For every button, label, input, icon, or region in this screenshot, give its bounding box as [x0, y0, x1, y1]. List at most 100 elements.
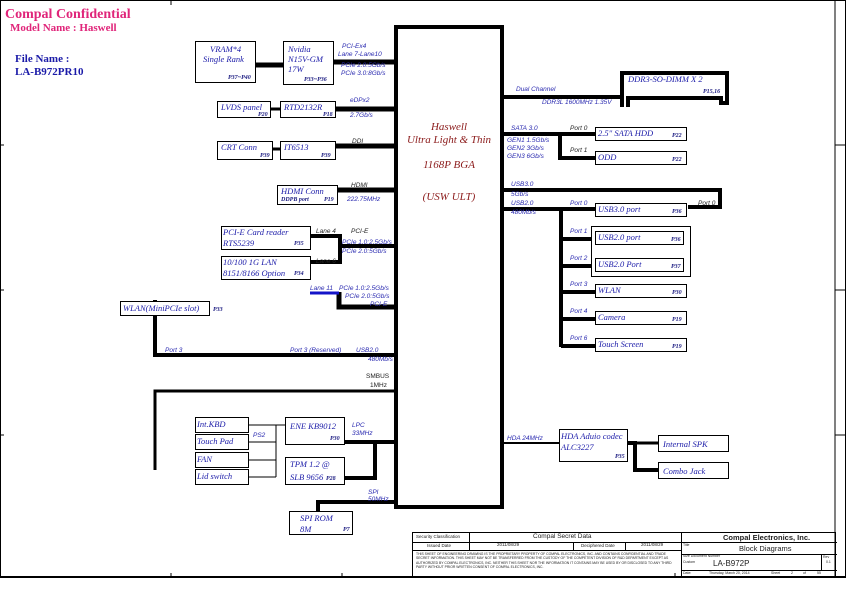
sig-usb-port0: Port 0 — [570, 200, 588, 207]
confidential-title: Compal Confidential — [5, 7, 131, 22]
sig-edp-speed: 2.7Gb/s — [350, 112, 373, 119]
usb2-port1-block[interactable]: USB2.0 port P36 — [595, 231, 684, 245]
int-kbd-block[interactable]: Int.KBD — [195, 417, 249, 433]
cpu-package: 1168P BGA — [423, 159, 475, 171]
spirom-label: SPI ROM — [300, 513, 333, 523]
sig-pcie-e-b: PCI-E — [370, 301, 388, 308]
sig-lane4: Lane 4 — [316, 228, 336, 235]
sig-pcie2-5b: PCIe 2.0:5Gb/s — [345, 293, 390, 300]
fan-block[interactable]: FAN — [195, 452, 249, 468]
wlan-usb-page: P30 — [672, 290, 682, 296]
doc-number: LA-B972P — [713, 559, 750, 568]
company-name: Compal Electronics, Inc. — [723, 533, 811, 542]
wlan-usb-block[interactable]: WLAN P30 — [595, 284, 687, 298]
rtd2132r-block[interactable]: RTD2132R P18 — [280, 101, 336, 118]
sig-sata3: SATA 3.0 — [511, 125, 538, 132]
of-label: of — [803, 571, 806, 575]
usb2-port2-label: USB2.0 Port — [598, 259, 642, 269]
sig-ddr-spec: DDR3L 1600MHz 1.35V — [542, 99, 612, 106]
sig-port3-reserved: Port 3 (Reserved) — [290, 347, 342, 354]
sig-smbus: SMBUS — [366, 373, 390, 380]
sig-pcie3-8g: PCIe 3.0:8Gb/s — [341, 70, 386, 77]
cpu-box — [394, 25, 504, 509]
touch-screen-block[interactable]: Touch Screen P19 — [595, 338, 687, 352]
date-label: Date: — [683, 571, 692, 575]
usb3-port-block[interactable]: USB3.0 port P36 — [595, 203, 687, 217]
nvidia-power: 17W — [288, 64, 304, 74]
wlan-usb-label: WLAN — [598, 285, 621, 295]
sata-hdd-block[interactable]: 2.5" SATA HDD P22 — [595, 127, 687, 141]
it6513-page: P39 — [321, 153, 331, 159]
hdmi-port: DDPB port — [281, 197, 309, 203]
kbd-label: Int.KBD — [197, 419, 226, 429]
usb2-port2-block[interactable]: USB2.0 Port P37 — [595, 258, 684, 272]
deciphered-value: 2011/08/29 — [641, 542, 664, 547]
card-reader-block[interactable]: PCI-E Card reader RTS5239 P35 — [221, 226, 311, 250]
lan-label: 10/100 1G LAN — [223, 257, 277, 267]
sig-pcie1-25: PCIe 1.0:2.5Gb/s — [342, 239, 392, 246]
it6513-label: IT6513 — [284, 142, 309, 152]
deciphered-label: Deciphered Date — [581, 543, 615, 548]
sig-hdmi: HDMI — [351, 182, 368, 189]
combo-jack-block[interactable]: Combo Jack — [658, 462, 729, 479]
security-label: Security Classification — [416, 534, 461, 539]
sig-spi-freq: 50MHz — [368, 496, 389, 503]
lid-label: Lid switch — [197, 471, 233, 481]
vram-block[interactable]: VRAM*4 Single Rank P37~P40 — [195, 41, 256, 83]
sig-usb-speed-left: 480Mb/s — [368, 356, 393, 363]
tpm-block[interactable]: TPM 1.2 @ SLB 9656 P28 — [285, 457, 345, 485]
usb2-port1-page: P36 — [671, 237, 681, 243]
file-name: LA-B972PR10 — [15, 66, 84, 78]
hdmi-conn-block[interactable]: HDMI Conn DDPB port P19 — [277, 185, 338, 205]
hdd-label: 2.5" SATA HDD — [598, 128, 654, 138]
sig-lpc-freq: 33MHz — [352, 430, 373, 437]
vram-rank: Single Rank — [203, 54, 244, 64]
sheet-title: Block Diagrams — [739, 544, 792, 553]
sig-usb20-right: USB2.0 — [511, 200, 534, 207]
codec-label: HDA Aduio codec — [561, 431, 623, 441]
touchpad-block[interactable]: Touch Pad — [195, 434, 249, 450]
sig-gen1: GEN1 1.5Gb/s — [507, 137, 550, 144]
spi-rom-block[interactable]: SPI ROM 8M P7 — [289, 511, 353, 535]
sig-usb-port4: Port 4 — [570, 308, 588, 315]
wlan-minipcie-block[interactable]: WLAN(MiniPCIe slot) — [120, 301, 210, 316]
sig-dual-channel: Dual Channel — [516, 86, 556, 93]
nvidia-page: P33~P36 — [304, 77, 327, 83]
title-block: Security Classification Compal Secret Da… — [412, 532, 837, 578]
nvidia-block[interactable]: Nvidia N15V-GM 17W P33~P36 — [283, 41, 334, 85]
internal-spk-block[interactable]: Internal SPK — [658, 435, 729, 452]
lvds-label: LVDS panel — [221, 102, 263, 112]
cpu-name: Haswell — [430, 121, 468, 133]
sig-gen2: GEN2 3Gb/s — [507, 145, 544, 152]
sig-pcie2-5g: PCIe 2.0:5Gb/s — [341, 62, 386, 69]
camera-page: P19 — [672, 317, 682, 323]
odd-block[interactable]: ODD P22 — [595, 151, 687, 165]
file-name-label: File Name : — [15, 53, 70, 65]
security-value: Compal Secret Data — [533, 533, 592, 540]
hdmi-label: HDMI Conn — [281, 186, 324, 196]
cpu-family: Ultra Light & Thin — [406, 134, 492, 146]
card-reader-page: P35 — [294, 241, 304, 247]
audio-codec-block[interactable]: HDA Aduio codec ALC3227 P35 — [559, 429, 628, 462]
it6513-block[interactable]: IT6513 P39 — [280, 141, 336, 160]
vram-label: VRAM*4 — [210, 44, 242, 54]
odd-label: ODD — [598, 152, 617, 162]
sig-pcie-x4: PCI-Ex4 — [342, 43, 367, 50]
sig-ddi: DDI — [352, 138, 364, 145]
lvds-panel-block[interactable]: LVDS panel P20 — [217, 101, 271, 118]
rtd-page: P18 — [323, 112, 333, 118]
touchpad-label: Touch Pad — [197, 436, 234, 446]
crt-conn-block[interactable]: CRT Conn P39 — [217, 141, 273, 160]
sig-usb20-left: USB2.0 — [356, 347, 379, 354]
lid-switch-block[interactable]: Lid switch — [195, 469, 249, 485]
sig-spi: SPI — [368, 489, 379, 496]
sig-lane6: Lane 6 — [316, 258, 336, 265]
camera-block[interactable]: Camera P19 — [595, 311, 687, 325]
ene-kb9012-block[interactable]: ENE KB9012 P30 — [285, 417, 345, 445]
lan-block[interactable]: 10/100 1G LAN 8151/8166 Option P34 — [221, 256, 311, 280]
fan-label: FAN — [197, 454, 212, 464]
touch-screen-label: Touch Screen — [598, 339, 644, 349]
ddr-page: P15,16 — [703, 89, 721, 95]
codec-chip: ALC3227 — [561, 442, 594, 452]
ddr-label[interactable]: DDR3-SO-DIMM X 2 — [628, 74, 703, 84]
